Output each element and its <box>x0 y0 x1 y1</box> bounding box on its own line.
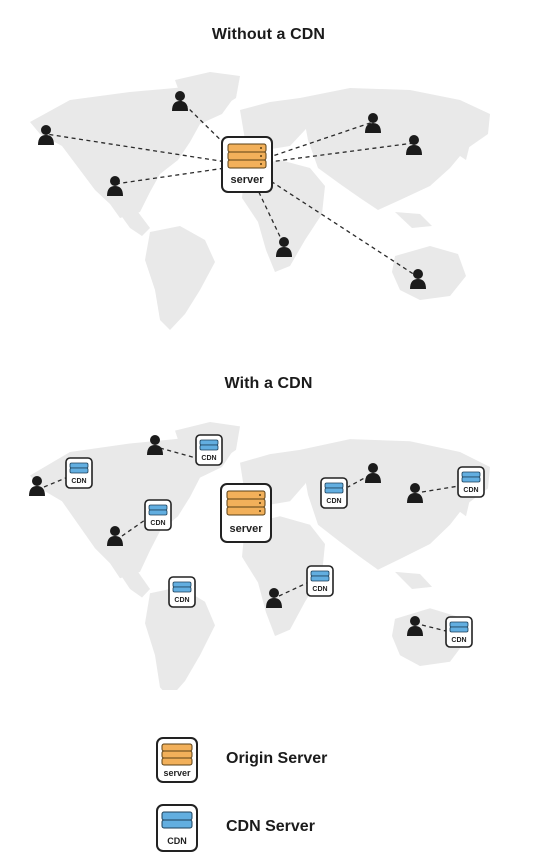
legend-origin-icon: server <box>156 737 198 783</box>
server-stack-icon <box>227 143 267 169</box>
with-cdn-map: CDN CDN CDN CDN CDN <box>29 422 490 690</box>
cdn-node-label: CDN <box>312 586 327 593</box>
legend-origin-label: Origin Server <box>226 750 328 767</box>
server-stack-icon <box>226 490 266 516</box>
legend-cdn-icon: CDN <box>156 804 198 852</box>
title-with-cdn: With a CDN <box>224 375 313 392</box>
cdn-node-label: CDN <box>326 498 341 505</box>
cdn-server-node: CDN <box>457 466 485 498</box>
origin-server-node: server <box>220 483 272 543</box>
cdn-node-label: CDN <box>150 520 165 527</box>
cdn-node-label: CDN <box>463 487 478 494</box>
world-map-land <box>30 422 490 690</box>
origin-server-label: server <box>230 174 264 186</box>
cdn-server-node: CDN <box>445 616 473 648</box>
cdn-node-label: CDN <box>201 455 216 462</box>
legend-cdn-label: CDN Server <box>226 818 315 835</box>
cdn-server-node: CDN <box>195 434 223 466</box>
cdn-server-node: CDN <box>65 457 93 489</box>
cdn-server-node: CDN <box>144 499 172 531</box>
cdn-node-label: CDN <box>174 597 189 604</box>
origin-server-label: server <box>229 523 263 535</box>
world-map-land <box>30 72 490 330</box>
connection-lines <box>43 447 460 632</box>
cdn-node-label: CDN <box>71 478 86 485</box>
legend-cdn-icon-text: CDN <box>167 836 187 846</box>
title-without-cdn: Without a CDN <box>211 26 326 43</box>
cdn-server-node: CDN <box>320 477 348 509</box>
cdn-server-node: CDN <box>306 565 334 597</box>
origin-server-node: server <box>221 136 273 193</box>
cdn-node-label: CDN <box>451 637 466 644</box>
legend-origin-icon-text: server <box>163 768 191 778</box>
cdn-server-node: CDN <box>168 576 196 608</box>
without-cdn-map: server <box>30 72 490 330</box>
